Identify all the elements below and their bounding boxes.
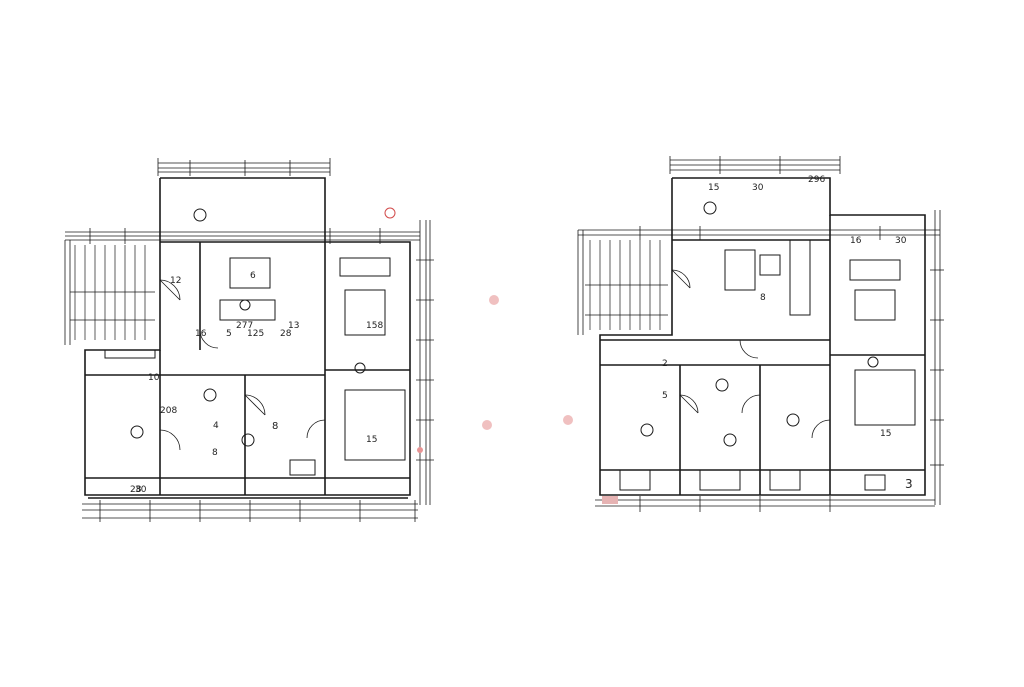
- label-12: 12: [170, 276, 181, 286]
- floor-plan-left: [64, 158, 434, 522]
- label-277: 277: [236, 321, 253, 331]
- label-125: 125: [247, 329, 264, 339]
- label-28b: 28: [130, 485, 142, 495]
- marker-3: 3: [905, 477, 913, 491]
- label-15b: 15: [880, 429, 891, 439]
- dimension-lines-right: [577, 156, 944, 512]
- marker-dot: [563, 415, 573, 425]
- marker-dot: [417, 447, 423, 453]
- left-marker: 8: [272, 207, 423, 453]
- label-5: 5: [662, 391, 668, 401]
- label-16: 16: [195, 329, 207, 339]
- label-8: 8: [212, 448, 218, 458]
- label-296: 296: [808, 175, 825, 185]
- label-15: 15: [366, 435, 377, 445]
- left-plan-labels: 277 16 5 125 28 158 15 208 4 12 13 6 8 3…: [130, 271, 383, 495]
- label-8: 8: [760, 293, 766, 303]
- left-wing-hatch: [70, 245, 155, 340]
- fixtures-right: [619, 201, 916, 491]
- label-16: 16: [850, 236, 862, 246]
- right-plan-labels: 296 15 30 16 30 2 5 15 8: [662, 175, 907, 439]
- label-158: 158: [366, 321, 383, 331]
- right-wing-hatch: [585, 240, 668, 330]
- marker-block: [602, 496, 618, 504]
- label-6: 6: [250, 271, 256, 281]
- label-13: 13: [288, 321, 299, 331]
- marker-dot: [482, 420, 492, 430]
- label-10: 10: [148, 373, 160, 383]
- label-30b: 30: [895, 236, 907, 246]
- label-5: 5: [226, 329, 232, 339]
- doors-left: [159, 279, 326, 451]
- dimension-lines-left: [64, 158, 434, 522]
- label-208: 208: [160, 406, 177, 416]
- label-2: 2: [662, 359, 668, 369]
- center-markers: [482, 295, 573, 430]
- walls-right: [599, 177, 926, 496]
- right-marker: 3: [602, 477, 913, 504]
- floor-plan-right: [577, 156, 944, 512]
- fixtures-left: [104, 208, 406, 476]
- label-28: 28: [280, 329, 292, 339]
- label-4: 4: [213, 421, 219, 431]
- label-30: 30: [135, 485, 147, 495]
- marker-8: 8: [272, 421, 278, 432]
- label-15: 15: [708, 183, 719, 193]
- marker-dot: [489, 295, 499, 305]
- doors-right: [671, 269, 831, 439]
- marker-dot: [384, 207, 396, 219]
- label-30: 30: [752, 183, 764, 193]
